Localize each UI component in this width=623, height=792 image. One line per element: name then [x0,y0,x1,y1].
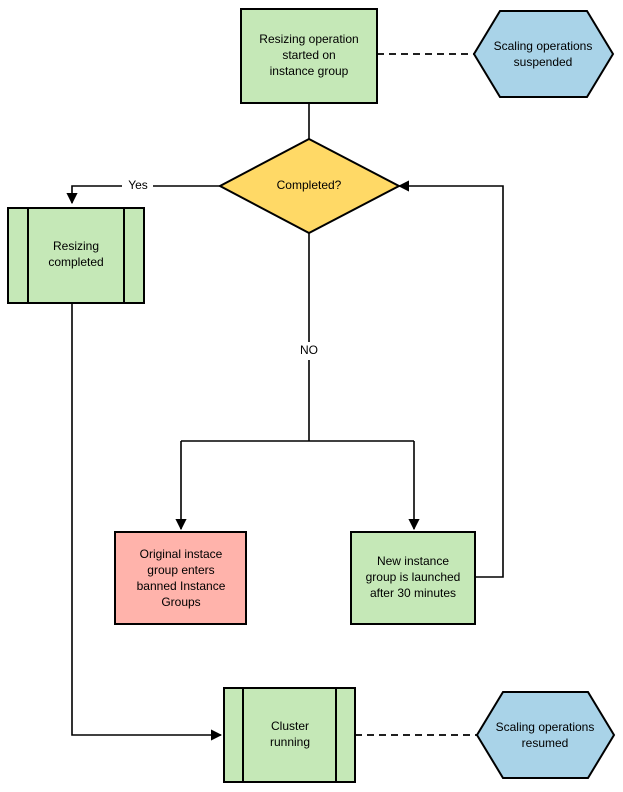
node-resizing-started-box [240,8,378,104]
node-cluster-running-line-1: Cluster [271,719,309,733]
node-scaling-suspended-line-2: suspended [514,55,573,69]
node-banned-instance-groups-line-3: banned Instance [137,579,226,593]
node-scaling-suspended-hexagon [472,10,615,98]
node-banned-instance-groups-line-4: Groups [161,595,200,609]
node-completed-decision-label: Completed? [277,178,342,192]
node-new-instance-group[interactable]: New instance group is launched after 30 … [350,531,476,625]
node-scaling-resumed[interactable]: Scaling operations resumed [475,691,616,779]
node-cluster-running-box [223,687,356,783]
node-new-instance-group-box [350,531,476,625]
edge-completed-yes-to-resizing-completed [66,185,223,205]
node-scaling-resumed-line-2: resumed [522,736,569,750]
node-resizing-completed-line-1: Resizing [53,239,99,253]
node-banned-instance-groups-box [114,531,247,625]
edge-label-no: NO [300,343,318,357]
node-resizing-started-line-1: Resizing operation [259,32,358,46]
node-banned-instance-groups-line-1: Original instace [140,547,223,561]
edge-label-yes: Yes [128,178,148,192]
node-scaling-suspended[interactable]: Scaling operations suspended [472,10,615,98]
node-resizing-completed[interactable]: Resizing completed [7,207,145,304]
node-new-instance-group-line-1: New instance [377,554,449,568]
edge-new-instance-group-retry-loop [397,180,504,578]
node-completed-decision[interactable]: Completed? [217,137,402,235]
node-scaling-suspended-line-1: Scaling operations [494,39,593,53]
node-resizing-completed-line-2: completed [48,255,103,269]
node-cluster-running-line-2: running [270,735,310,749]
edge-label-no-backdrop [293,342,325,360]
node-new-instance-group-line-2: group is launched [366,570,461,584]
node-scaling-resumed-line-1: Scaling operations [496,720,595,734]
edge-label-yes-backdrop [122,177,153,195]
node-resizing-started-line-2: started on [282,48,335,62]
node-cluster-running[interactable]: Cluster running [223,687,356,783]
edge-resizing-completed-to-cluster-running [71,303,223,741]
edge-label-yes-group: Yes [122,177,153,195]
node-scaling-resumed-hexagon [475,691,616,779]
node-resizing-completed-box [7,207,145,304]
node-resizing-started[interactable]: Resizing operation started on instance g… [240,8,378,104]
node-banned-instance-groups[interactable]: Original instace group enters banned Ins… [114,531,247,625]
node-banned-instance-groups-line-2: group enters [147,563,214,577]
edge-label-no-group: NO [293,342,325,360]
node-resizing-started-line-3: instance group [270,64,349,78]
node-completed-decision-diamond [217,137,402,235]
node-new-instance-group-line-3: after 30 minutes [370,586,456,600]
